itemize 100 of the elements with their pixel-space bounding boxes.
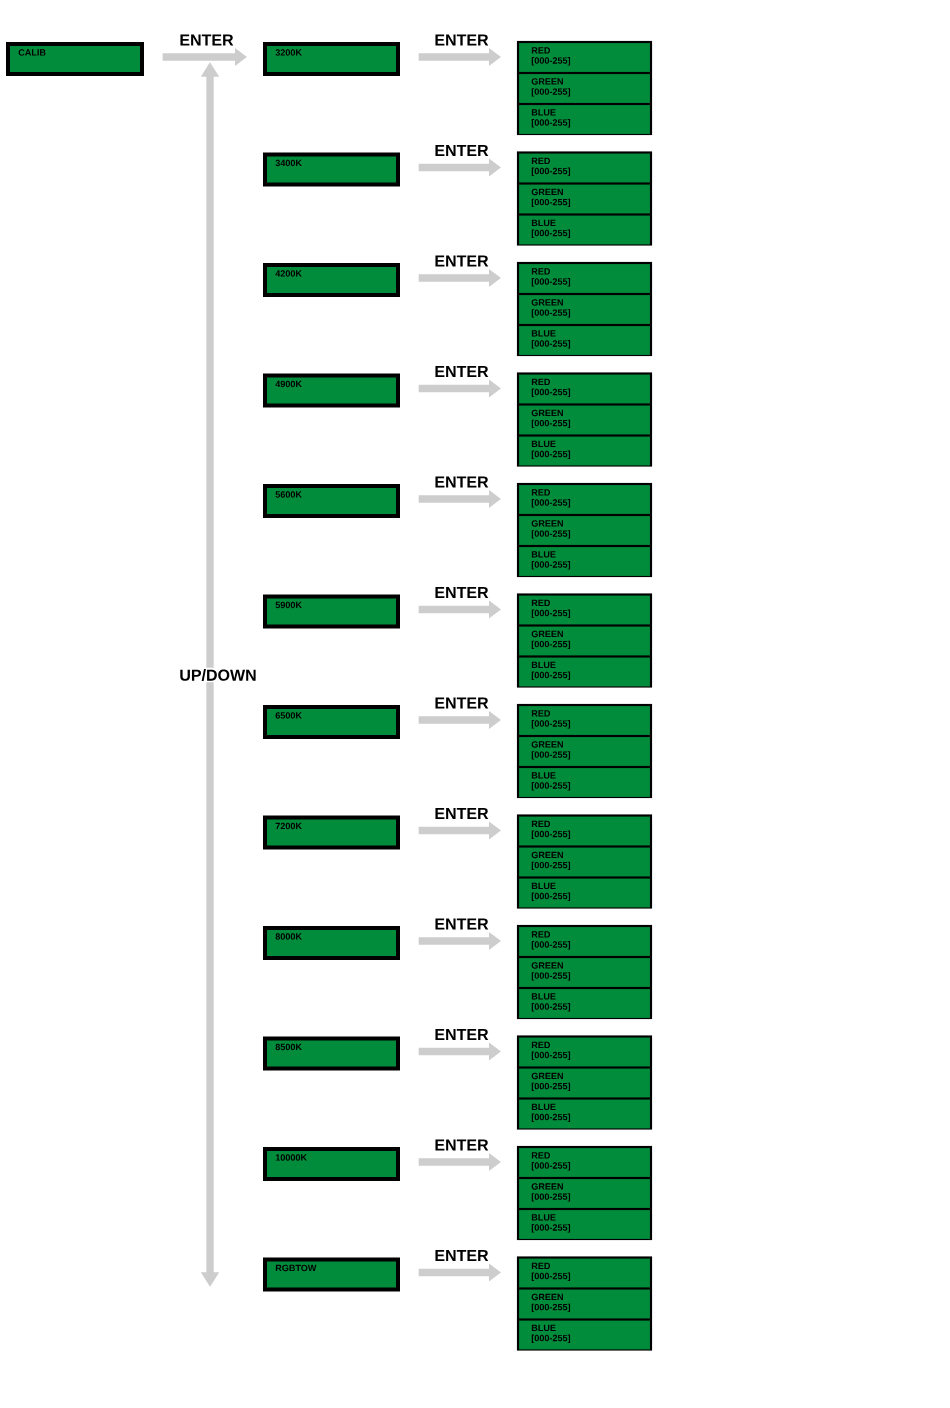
- node-label: RED: [531, 378, 551, 386]
- edge-label: ENTER: [433, 1027, 490, 1042]
- node-label: [000-255]: [531, 419, 571, 429]
- node-label: [000-255]: [531, 972, 571, 981]
- menu-item-box: [518, 42, 651, 73]
- menu-item-box: [518, 595, 651, 625]
- node-label: [000-255]: [531, 751, 571, 760]
- node-label: 8000K: [275, 933, 302, 940]
- menu-item-box: [518, 816, 651, 846]
- node-label: RED: [531, 820, 551, 828]
- edge-label: ENTER: [433, 696, 490, 710]
- node-label: 7200K: [275, 822, 302, 830]
- menu-item-box: [518, 957, 651, 988]
- node-label: BLUE: [531, 661, 556, 669]
- node-label: GREEN: [531, 741, 563, 748]
- node-label: [000-255]: [531, 229, 571, 239]
- menu-item-box: [518, 1178, 651, 1209]
- edge-label: ENTER: [433, 806, 490, 821]
- edge-label: ENTER: [433, 143, 490, 158]
- node-label: [000-255]: [531, 609, 571, 619]
- axis-label: UP/DOWN: [178, 667, 258, 683]
- menu-item-box: [518, 374, 651, 404]
- node-label: [000-255]: [531, 1051, 571, 1061]
- node-label: BLUE: [531, 551, 556, 558]
- menu-item-box: [518, 736, 651, 767]
- node-label: [000-255]: [531, 1272, 571, 1282]
- node-label: [000-255]: [531, 941, 571, 950]
- node-label: GREEN: [531, 962, 563, 969]
- node-label: [000-255]: [531, 530, 571, 539]
- node-label: 8500K: [275, 1043, 302, 1051]
- display-box: [263, 484, 400, 518]
- node-label: 5600K: [275, 491, 302, 498]
- node-label: [000-255]: [531, 499, 571, 508]
- menu-item-box: [518, 1037, 651, 1067]
- menu-item-box: [518, 104, 651, 135]
- node-label: [000-255]: [531, 782, 571, 791]
- edge-label: ENTER: [433, 917, 490, 931]
- menu-item-box: [518, 1099, 651, 1129]
- menu-item-box: [518, 1289, 651, 1319]
- node-label: 3400K: [275, 159, 302, 167]
- display-box: [263, 1147, 400, 1181]
- menu-item-box: [518, 847, 651, 877]
- edge-label: ENTER: [433, 254, 490, 268]
- node-label: 6500K: [275, 712, 302, 719]
- edge-label: ENTER: [433, 1138, 490, 1152]
- node-label: [000-255]: [531, 1003, 571, 1012]
- node-label: 4200K: [275, 270, 302, 277]
- menu-item-box: [518, 73, 651, 104]
- node-label: RED: [531, 710, 551, 717]
- node-label: [000-255]: [531, 1113, 571, 1123]
- edge-label: ENTER: [433, 475, 490, 489]
- node-label: [000-255]: [531, 861, 571, 871]
- display-box: [263, 373, 400, 408]
- node-label: [000-255]: [531, 1162, 571, 1171]
- node-label: RED: [531, 268, 551, 275]
- menu-item-box: [518, 153, 651, 183]
- menu-item-box: [518, 1258, 651, 1288]
- menu-item-box: [518, 926, 651, 957]
- menu-item-box: [518, 184, 651, 214]
- menu-item-box: [518, 878, 651, 908]
- display-box: [263, 263, 400, 297]
- node-label: BLUE: [531, 882, 556, 890]
- node-label: GREEN: [531, 1183, 563, 1190]
- node-label: [000-255]: [531, 119, 571, 128]
- menu-item-box: [518, 626, 651, 656]
- display-box: [263, 594, 400, 629]
- node-label: BLUE: [531, 1214, 556, 1221]
- display-box: [6, 42, 144, 76]
- node-label: [000-255]: [531, 1334, 571, 1344]
- node-label: BLUE: [531, 1103, 556, 1111]
- menu-item-box: [518, 705, 651, 736]
- menu-item-box: [518, 546, 651, 577]
- node-label: [000-255]: [531, 640, 571, 650]
- menu-item-box: [518, 1068, 651, 1098]
- node-label: GREEN: [531, 409, 563, 417]
- node-label: [000-255]: [531, 198, 571, 208]
- node-label: BLUE: [531, 993, 556, 1000]
- display-box: [263, 815, 400, 850]
- node-label: [000-255]: [531, 671, 571, 681]
- node-label: CALIB: [18, 49, 46, 56]
- edge-label: ENTER: [178, 33, 235, 47]
- node-label: GREEN: [531, 78, 563, 85]
- node-label: BLUE: [531, 219, 556, 227]
- node-label: RED: [531, 157, 551, 164]
- menu-item-box: [518, 325, 651, 356]
- node-label: GREEN: [531, 851, 563, 859]
- node-label: GREEN: [531, 188, 563, 196]
- node-label: [000-255]: [531, 450, 571, 460]
- node-label: [000-255]: [531, 167, 571, 177]
- node-label: RED: [531, 1041, 551, 1049]
- node-label: GREEN: [531, 630, 563, 638]
- node-label: BLUE: [531, 330, 556, 337]
- menu-item-box: [518, 657, 651, 687]
- node-label: [000-255]: [531, 561, 571, 570]
- display-box: [263, 1257, 400, 1292]
- node-label: BLUE: [531, 109, 556, 116]
- node-label: [000-255]: [531, 388, 571, 398]
- display-box: [263, 926, 400, 960]
- node-label: 3200K: [275, 49, 302, 56]
- menu-item-box: [518, 405, 651, 435]
